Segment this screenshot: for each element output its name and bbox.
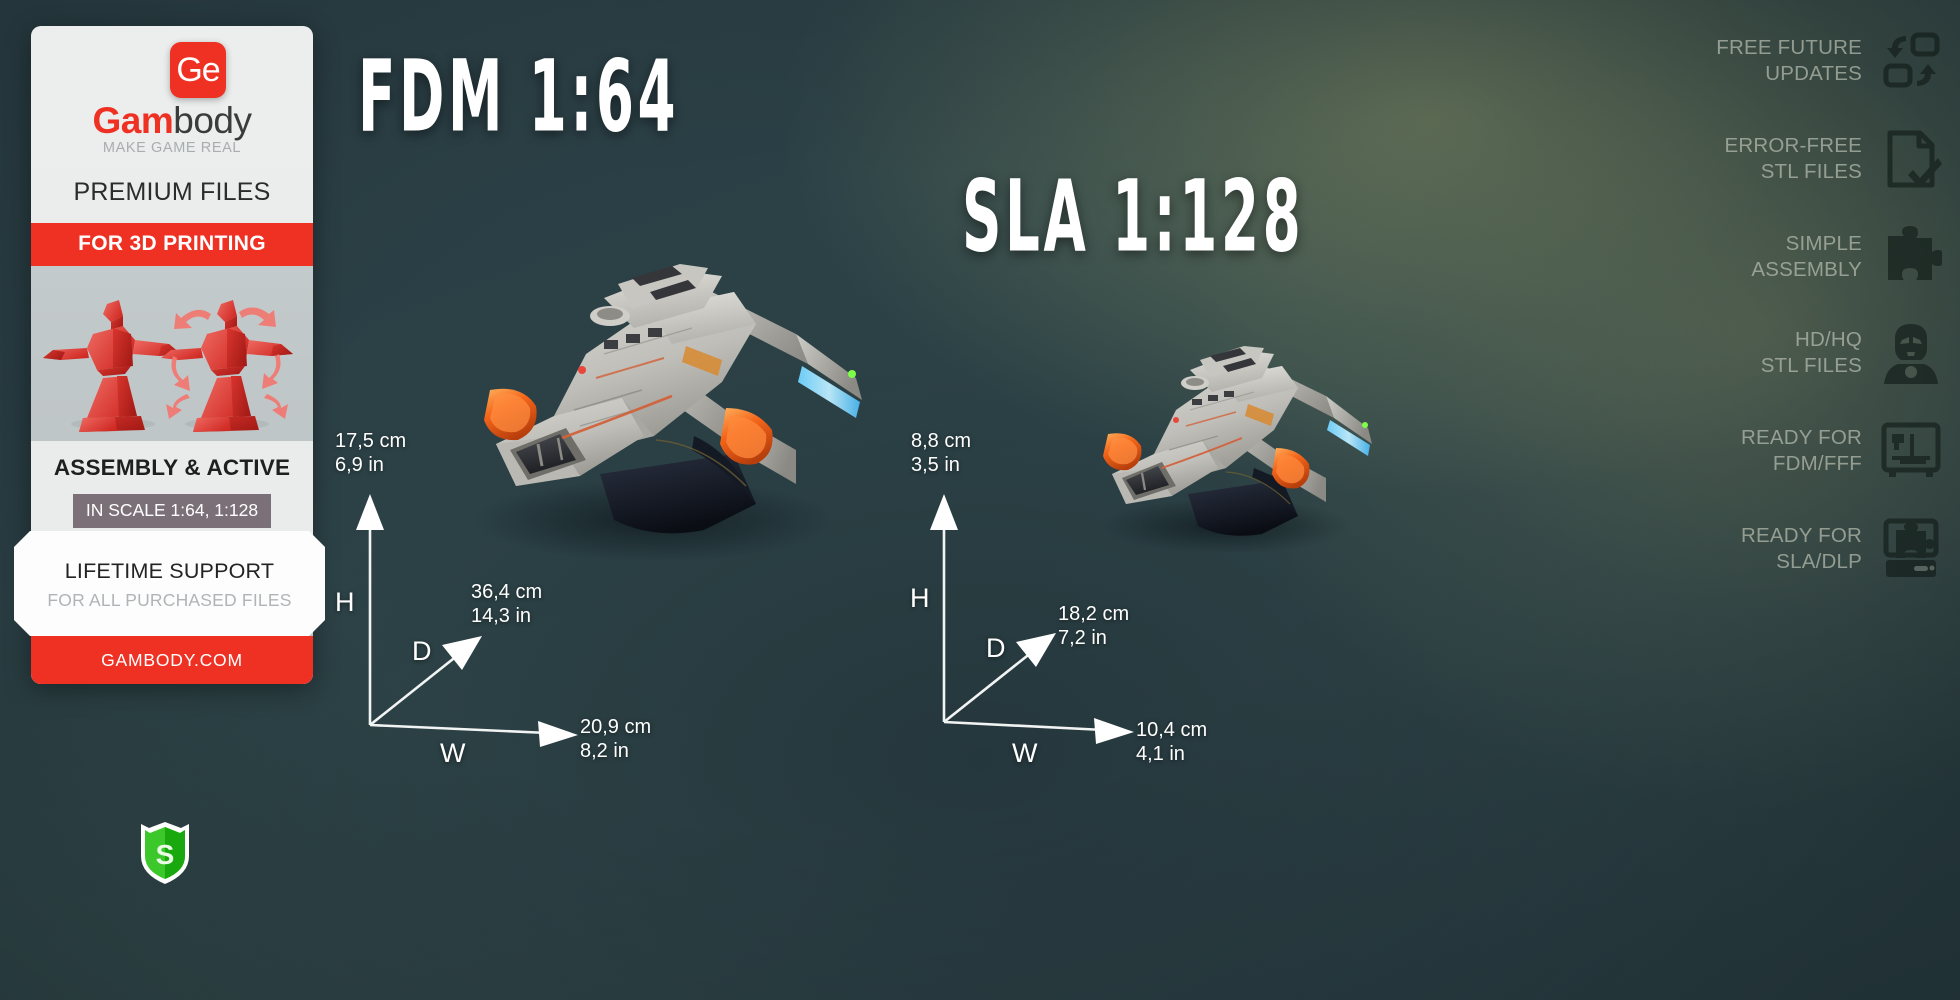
shield-icon: S bbox=[137, 822, 193, 884]
axis-letter-d-fdm: D bbox=[412, 636, 432, 666]
brand-name-red: Gam bbox=[92, 100, 174, 141]
feature-error-free-stl: ERROR-FREE STL FILES bbox=[1650, 128, 1942, 190]
feature-list: FREE FUTURE UPDATES ERROR-FREE STL FILES… bbox=[1650, 0, 1960, 700]
scale-badge: IN SCALE 1:64, 1:128 bbox=[72, 494, 272, 528]
feature-label: ERROR-FREE STL FILES bbox=[1724, 134, 1862, 183]
axis-letter-h-sla: H bbox=[910, 583, 930, 613]
model-render-sla bbox=[1050, 278, 1380, 558]
premium-files-heading: PREMIUM FILES bbox=[73, 178, 271, 206]
feature-simple-assembly: SIMPLE ASSEMBLY bbox=[1650, 226, 1942, 288]
scale-badge-wrap: IN SCALE 1:64, 1:128 bbox=[31, 494, 313, 528]
dim-height-value-fdm: 17,5 cm 6,9 in bbox=[335, 430, 407, 477]
axis-letter-h-fdm: H bbox=[335, 587, 355, 617]
ge-logo-text: Ge bbox=[176, 51, 220, 89]
feature-label: HD/HQ STL FILES bbox=[1760, 328, 1862, 377]
axis-letter-d-sla: D bbox=[986, 633, 1006, 663]
dim-depth-value-sla: 18,2 cm 7,2 in bbox=[1058, 603, 1130, 650]
feature-free-future-updates: FREE FUTURE UPDATES bbox=[1650, 30, 1942, 92]
document-check-icon bbox=[1880, 128, 1942, 190]
sla-printer-icon bbox=[1880, 518, 1942, 580]
gambody-com-footer[interactable]: GAMBODY.COM bbox=[31, 636, 313, 684]
axis-letter-w-fdm: W bbox=[440, 738, 466, 768]
brand-tagline: MAKE GAME REAL bbox=[102, 140, 242, 156]
dimension-group-sla: 8,8 cm 3,5 in H 18,2 cm 7,2 in D 10,4 cm… bbox=[908, 430, 1548, 780]
svg-text:S: S bbox=[156, 839, 175, 870]
puzzle-piece-icon bbox=[1880, 226, 1942, 288]
dimension-group-fdm: 17,5 cm 6,9 in H 36,4 cm 14,3 in D 20,9 … bbox=[330, 430, 970, 780]
title-sla: SLA 1:128 bbox=[962, 158, 1305, 274]
axis-letter-w-sla: W bbox=[1012, 738, 1038, 768]
dim-depth-value-fdm: 36,4 cm 14,3 in bbox=[471, 581, 543, 628]
lifetime-support-title: LIFETIME SUPPORT bbox=[64, 559, 275, 583]
assembly-illustration bbox=[31, 266, 313, 441]
feature-ready-sla-dlp: READY FOR SLA/DLP bbox=[1650, 518, 1942, 580]
brand-name: Gambody bbox=[31, 102, 313, 139]
dim-height-value-sla: 8,8 cm 3,5 in bbox=[911, 430, 972, 477]
feature-label: READY FOR FDM/FFF bbox=[1740, 426, 1862, 475]
dim-width-value-sla: 10,4 cm 4,1 in bbox=[1136, 719, 1208, 766]
ge-logo-icon: Ge bbox=[170, 42, 226, 98]
model-render-fdm bbox=[404, 168, 874, 568]
dim-width-value-fdm: 20,9 cm 8,2 in bbox=[580, 716, 652, 763]
fdm-printer-icon bbox=[1880, 420, 1942, 482]
gambody-com-text: GAMBODY.COM bbox=[101, 649, 243, 670]
feature-hd-hq-stl: HD/HQ STL FILES bbox=[1650, 322, 1942, 384]
feature-label: FREE FUTURE UPDATES bbox=[1716, 36, 1862, 85]
assembly-active-label: ASSEMBLY & ACTIVE bbox=[53, 455, 291, 480]
lifetime-support-panel: LIFETIME SUPPORT FOR ALL PURCHASED FILES bbox=[14, 531, 325, 636]
ironman-bust-icon bbox=[1880, 322, 1942, 384]
sync-squares-icon bbox=[1880, 30, 1942, 92]
for-3d-printing-band: FOR 3D PRINTING bbox=[31, 223, 313, 266]
feature-label: READY FOR SLA/DLP bbox=[1740, 524, 1862, 573]
brand-name-dark: body bbox=[173, 100, 252, 141]
title-fdm: FDM 1:64 bbox=[358, 38, 680, 154]
feature-label: SIMPLE ASSEMBLY bbox=[1751, 232, 1862, 281]
lifetime-support-subtitle: FOR ALL PURCHASED FILES bbox=[47, 590, 292, 610]
feature-ready-fdm-fff: READY FOR FDM/FFF bbox=[1650, 420, 1942, 482]
